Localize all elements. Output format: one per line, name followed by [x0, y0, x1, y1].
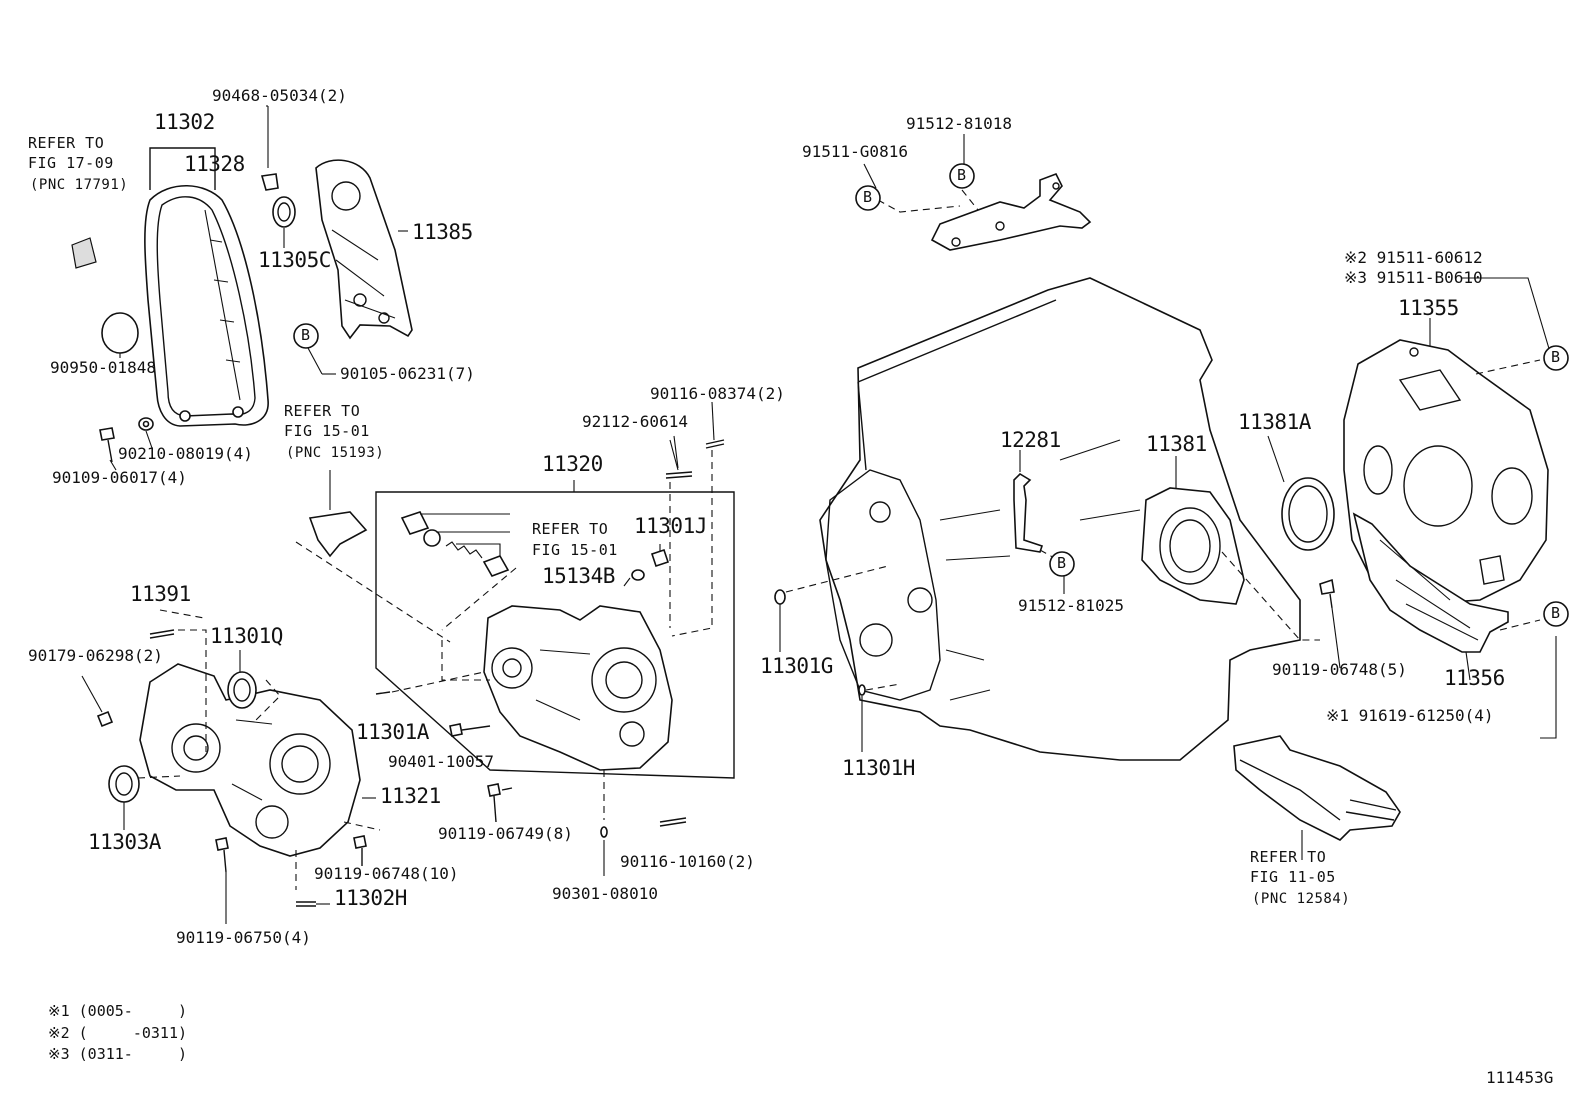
part-15134b: 15134B — [542, 564, 615, 588]
b-marker: B — [863, 188, 873, 206]
part-90119-06749: 90119-06749(8) — [438, 824, 573, 843]
part-11320: 11320 — [542, 452, 603, 476]
part-11301q: 11301Q — [210, 624, 283, 648]
retainer-11381-illustration — [1141, 487, 1245, 605]
engine-block-illustration — [819, 277, 1301, 761]
b-marker: B — [1551, 604, 1561, 622]
plug-90950-01848-illustration — [101, 312, 139, 354]
part-91512-81018: 91512-81018 — [906, 114, 1012, 133]
part-90950-01848: 90950-01848 — [50, 358, 156, 377]
b-marker: B — [301, 326, 311, 344]
part-90119-06750: 90119-06750(4) — [176, 928, 311, 947]
refer-17-09-line2: FIG 17-09 — [28, 154, 114, 172]
refer-11-05-line3: (PNC 12584) — [1252, 891, 1351, 907]
b-marker: B — [1551, 348, 1561, 366]
part-11302: 11302 — [154, 110, 215, 134]
part-91511-60612: ※2 91511-60612 — [1344, 248, 1483, 267]
gasket-pad-illustration — [71, 237, 97, 269]
refer-11-05-line1: REFER TO — [1250, 848, 1327, 866]
refer-15-01-upper-line1: REFER TO — [284, 402, 361, 420]
refer-15-01-upper-line2: FIG 15-01 — [284, 422, 370, 440]
plate-11356-illustration — [1352, 512, 1509, 653]
part-11381a: 11381A — [1238, 410, 1311, 434]
seal-11381a-illustration — [1281, 477, 1335, 551]
part-91511-g0816: 91511-G0816 — [802, 142, 908, 161]
reference-b-markers — [293, 163, 1569, 627]
oil-pump-body-illustration — [483, 605, 673, 771]
part-92112-60614: 92112-60614 — [582, 412, 688, 431]
part-90179-06298: 90179-06298(2) — [28, 646, 163, 665]
studs-illustration — [149, 439, 725, 907]
timing-cover-illustration — [144, 184, 269, 427]
gasket-11301h-illustration — [858, 684, 866, 696]
part-11321: 11321 — [380, 784, 441, 808]
end-plate-11355-illustration — [1343, 339, 1549, 605]
part-11303a: 11303A — [88, 830, 161, 854]
part-11301j: 11301J — [634, 514, 707, 538]
part-11355: 11355 — [1398, 296, 1459, 320]
engine-hanger-illustration — [930, 172, 1092, 251]
part-11356: 11356 — [1444, 666, 1505, 690]
leader-11302 — [149, 147, 216, 190]
part-90116-08374: 90116-08374(2) — [650, 384, 785, 403]
refer-11-05-line2: FIG 11-05 — [1250, 868, 1336, 886]
legend-note-3: ※3 (0311- ) — [48, 1045, 187, 1063]
clip-90468-illustration — [260, 105, 279, 191]
part-90210-08019: 90210-08019(4) — [118, 444, 253, 463]
part-11301a: 11301A — [356, 720, 429, 744]
part-90116-10160: 90116-10160(2) — [620, 852, 755, 871]
part-11302h: 11302H — [334, 886, 407, 910]
seal-11305c-illustration — [272, 196, 296, 228]
part-11391: 11391 — [130, 582, 191, 606]
bolt-nut-illustration — [99, 417, 154, 463]
part-11301h: 11301H — [842, 756, 915, 780]
hook-12281-illustration — [1013, 472, 1044, 553]
gasket-11301g-illustration — [774, 589, 786, 605]
gasket-11301j-illustration — [650, 548, 670, 568]
figure-code: 111453G — [1486, 1068, 1554, 1087]
part-90401-10057: 90401-10057 — [388, 752, 494, 771]
part-12281: 12281 — [1000, 428, 1061, 452]
b-marker: B — [957, 166, 967, 184]
bracket-refer-15-01-illustration — [308, 511, 368, 558]
part-11381: 11381 — [1146, 432, 1207, 456]
relief-valve-illustration — [400, 511, 510, 577]
part-11385: 11385 — [412, 220, 473, 244]
legend-note-1: ※1 (0005- ) — [48, 1002, 187, 1020]
part-11301g: 11301G — [760, 654, 833, 678]
group-frame-11320 — [375, 491, 735, 779]
part-90119-06748-10: 90119-06748(10) — [314, 864, 459, 883]
refer-15-01-pump-line2: FIG 15-01 — [532, 541, 618, 559]
refer-17-09-line3: (PNC 17791) — [30, 177, 129, 193]
refer-15-01-pump-line1: REFER TO — [532, 520, 609, 538]
legend-note-2: ※2 ( -0311) — [48, 1024, 187, 1042]
seal-11303a-illustration — [108, 765, 140, 803]
part-90468-05034: 90468-05034(2) — [212, 86, 347, 105]
b-marker: B — [1057, 554, 1067, 572]
part-91619-61250: ※1 91619-61250(4) — [1326, 706, 1494, 725]
refer-17-09-line1: REFER TO — [28, 134, 105, 152]
part-90109-06017: 90109-06017(4) — [52, 468, 187, 487]
part-11328: 11328 — [184, 152, 245, 176]
part-91511-b0610: ※3 91511-B0610 — [1344, 268, 1483, 287]
part-90301-08010: 90301-08010 — [552, 884, 658, 903]
refer-15-01-upper-line3: (PNC 15193) — [286, 445, 385, 461]
part-91512-81025: 91512-81025 — [1018, 596, 1124, 615]
washer-15134b-illustration — [631, 569, 645, 581]
part-90119-06748-5: 90119-06748(5) — [1272, 660, 1407, 679]
part-90105-06231: 90105-06231(7) — [340, 364, 475, 383]
baffle-refer-11-05-illustration — [1233, 735, 1401, 841]
timing-case-11321-illustration — [139, 663, 361, 857]
seal-11301q-illustration — [227, 671, 257, 709]
plate-11385-illustration — [315, 159, 413, 340]
part-11305c: 11305C — [258, 248, 331, 272]
